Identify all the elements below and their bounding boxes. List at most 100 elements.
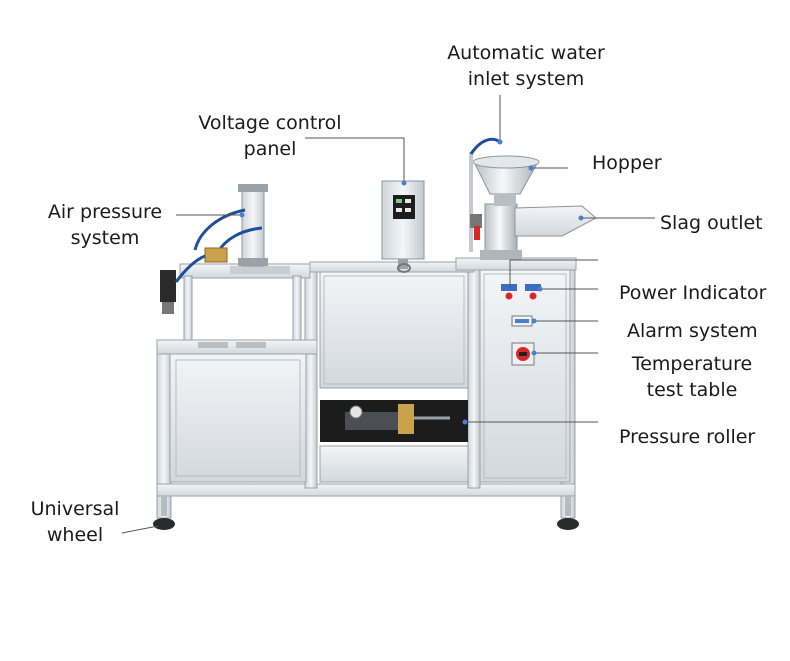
leader-lines: [121, 95, 655, 534]
label-alarm-system: Alarm system: [627, 318, 758, 344]
air-cylinder: [241, 185, 265, 267]
label-pressure-roller-line1: Pressure roller: [619, 426, 756, 448]
label-temperature-line1: Temperature: [631, 353, 753, 375]
wheel-stem-right: [565, 496, 571, 516]
dot-slag-outlet: [578, 215, 584, 221]
label-universal-wheel: Universal wheel: [20, 496, 130, 548]
base-rail: [156, 483, 576, 497]
label-air-pressure: Air pressure system: [30, 199, 180, 251]
water-valve-handle: [474, 226, 480, 240]
air-hose-1: [193, 208, 246, 251]
label-voltage-panel-line2: panel: [243, 138, 297, 160]
leader-power-indicator: [509, 259, 598, 288]
air-hose-3: [174, 254, 206, 283]
leader-voltage-panel: [305, 137, 405, 181]
control-box: [381, 180, 425, 260]
right-cabinet: [455, 257, 577, 483]
leader-wheel: [121, 525, 159, 534]
label-hopper: Hopper: [592, 150, 662, 176]
dot-voltage-panel: [401, 180, 407, 186]
rotary-switch-bar: [519, 352, 527, 356]
roller-coupling: [398, 404, 414, 434]
middle-upper-door: [319, 271, 469, 389]
label-universal-wheel-line1: Universal: [30, 498, 120, 520]
middle-upper-inner: [323, 275, 465, 385]
tray-slot-1: [198, 342, 228, 348]
hook-ring: [397, 263, 411, 273]
universal-wheels: [153, 496, 579, 530]
water-inlet-pipe: [469, 152, 473, 252]
hopper-rim: [472, 155, 540, 169]
voltage-control-box: [381, 180, 425, 273]
wheel-foot-right: [557, 518, 579, 530]
grinder-motor: [484, 203, 518, 255]
label-slag-outlet-line1: Slag outlet: [660, 212, 763, 234]
control-display: [393, 195, 415, 219]
label-voltage-panel-line1: Voltage control: [198, 112, 342, 134]
label-air-pressure-line1: Air pressure: [47, 201, 163, 223]
dot-power-indicator: [537, 286, 543, 292]
label-universal-wheel-line2: wheel: [46, 524, 104, 546]
label-power-indicator-line1: Power Indicator: [619, 282, 767, 304]
indicator-label-1: [501, 284, 517, 291]
control-button-1: [396, 199, 402, 203]
gauge-icon: [349, 405, 363, 419]
left-cabinet-door: [175, 359, 301, 477]
label-temperature: Temperature test table: [612, 351, 772, 403]
middle-lower-door: [319, 445, 469, 483]
label-hopper-line1: Hopper: [592, 152, 662, 174]
label-alarm-system-line1: Alarm system: [627, 320, 758, 342]
shelf-post-left: [183, 275, 193, 347]
slag-outlet-chute: [514, 205, 597, 237]
label-temperature-line2: test table: [646, 379, 738, 401]
label-slag-outlet: Slag outlet: [660, 210, 763, 236]
right-cabinet-body: [479, 269, 571, 483]
tray-slot-2: [236, 342, 266, 348]
shelf-post-right: [292, 275, 302, 347]
pointer-dots: [239, 139, 584, 425]
water-valve: [470, 214, 482, 228]
label-power-indicator: Power Indicator: [619, 280, 766, 306]
wheel-foot-left: [153, 518, 175, 530]
label-water-inlet: Automatic water inlet system: [436, 40, 616, 92]
dot-air-pressure: [239, 212, 245, 218]
dot-pressure-roller: [462, 419, 468, 425]
control-button-4: [405, 208, 411, 212]
dot-hopper: [528, 165, 534, 171]
water-inlet-arm: [469, 137, 501, 155]
label-water-inlet-line2: inlet system: [467, 68, 585, 90]
air-filter: [160, 270, 176, 302]
forming-section: [156, 263, 318, 483]
air-pressure-system: [160, 184, 268, 314]
control-button-3: [396, 208, 402, 212]
brass-valve: [204, 247, 228, 263]
indicator-label-2: [525, 284, 541, 291]
label-water-inlet-line1: Automatic water: [447, 42, 605, 64]
label-air-pressure-line2: system: [70, 227, 140, 249]
wheel-stem-left: [161, 496, 167, 516]
cylinder-cap-top: [238, 184, 268, 192]
grinder-base: [480, 250, 522, 260]
control-button-2: [405, 199, 411, 203]
cylinder-cap-bottom: [238, 258, 268, 266]
mid-leg: [304, 267, 318, 489]
middle-top: [309, 261, 475, 273]
press-plate: [230, 266, 290, 274]
middle-cabinet: [309, 261, 475, 483]
dot-alarm: [531, 318, 537, 324]
mid-leg-2: [467, 267, 481, 489]
dot-temperature: [531, 350, 537, 356]
left-cabinet: [169, 353, 307, 483]
air-filter-bowl: [162, 302, 174, 314]
power-indicator-light-1: [505, 292, 513, 300]
alarm-unit-window: [515, 319, 529, 323]
hopper-neck: [494, 194, 516, 206]
power-indicator-light-2: [529, 292, 537, 300]
dot-water-inlet: [497, 139, 503, 145]
label-pressure-roller: Pressure roller: [619, 424, 755, 450]
right-cabinet-inner: [483, 273, 567, 479]
label-voltage-panel: Voltage control panel: [180, 110, 360, 162]
grinder-assembly: [469, 137, 597, 260]
